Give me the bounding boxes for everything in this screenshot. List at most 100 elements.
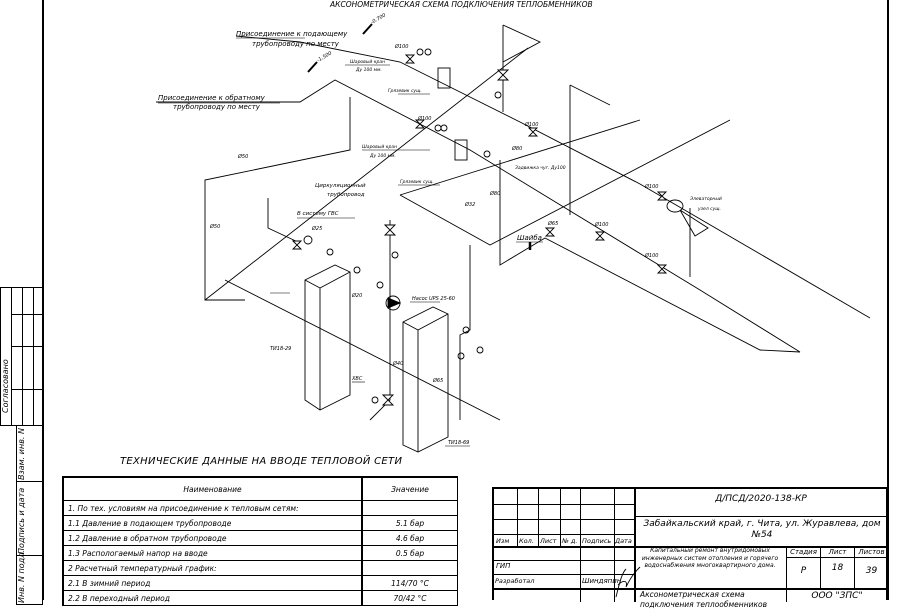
row-name: 2.2 В переходный период	[62, 590, 363, 606]
sheet-value: 18	[831, 563, 844, 573]
callout-elevator-2: узел сущ.	[697, 207, 721, 212]
table-row: 2 Расчетный температурный график:	[62, 560, 458, 576]
level-label-1: -0.700	[370, 12, 387, 25]
callout-washer: Шайба	[517, 234, 542, 242]
agreed-stamp: Согласовано	[0, 287, 43, 426]
callout-mud-trap-2: Грязевик сущ.	[400, 179, 434, 185]
pipe-label: Ø100	[644, 252, 658, 259]
pipe-diagonal-3	[399, 119, 731, 246]
pipe-branch	[499, 160, 801, 353]
elevator-icon	[666, 199, 684, 213]
callout-hx-1: ТИ18-29	[270, 346, 291, 352]
row-name: 1.1 Давление в подающем трубопроводе	[62, 515, 363, 531]
sheet-label: Лист	[828, 548, 847, 556]
table-row: 1. По тех. условиям на присоединение к т…	[62, 500, 458, 516]
pipe-circulation	[369, 220, 391, 421]
pipe-label: Ø40	[392, 360, 403, 367]
mud-trap-1-icon	[437, 67, 451, 89]
level-label-2: -1.500	[316, 50, 333, 63]
col-kol: Кол.	[519, 537, 534, 545]
pipe-diagonal-1	[204, 47, 529, 301]
pump-arrow-icon	[387, 297, 402, 309]
pipe-label: Ø100	[417, 115, 431, 122]
pipe-label: Ø50	[209, 223, 220, 230]
pipe-label: Ø50	[237, 153, 248, 160]
callout-elevator-1: Элеваторный	[689, 196, 722, 202]
heat-exchanger-2	[402, 306, 449, 453]
callout-leaders	[158, 37, 543, 447]
pipe-label: Ø100	[524, 121, 538, 128]
table-header-row: Наименование Значение	[62, 476, 458, 501]
tech-table-title: ТЕХНИЧЕСКИЕ ДАННЫЕ НА ВВОДЕ ТЕПЛОВОЙ СЕТ…	[120, 456, 403, 467]
pipe-label: Ø32	[464, 201, 475, 208]
col-date: Дата	[615, 537, 632, 545]
elevator-cone	[679, 209, 709, 237]
gauge-icons	[303, 48, 502, 404]
row-value	[361, 500, 458, 516]
callout-return-1: Присоединение к обратному	[158, 94, 266, 102]
row-name: 2 Расчетный температурный график:	[62, 560, 363, 576]
mud-trap-2-icon	[454, 139, 468, 161]
pipe-label: Ø65	[547, 220, 558, 227]
row-name: 2.1 В зимний период	[62, 575, 363, 591]
header-value: Значение	[361, 476, 458, 501]
col-signature: Подпись	[582, 537, 612, 545]
title-block: Изм Кол. Лист № д. Подпись Дата ГИП Разр…	[492, 487, 888, 609]
document-code: Д/ПСД/2020-138-КР	[715, 494, 807, 504]
pipe-dhw	[267, 198, 301, 244]
signature-date-box: Подпись и дата	[16, 481, 43, 556]
pipe-diagonal-4	[224, 279, 501, 421]
sheets-value: 39	[865, 566, 878, 576]
row-value	[361, 560, 458, 576]
drawing-title: АКСОНОМЕТРИЧЕСКАЯ СХЕМА ПОДКЛЮЧЕНИЯ ТЕПЛ…	[329, 0, 593, 9]
return-pipeline	[156, 79, 801, 353]
callout-cold-water: ХВС	[351, 376, 363, 382]
callout-dhw: В систему ГВС	[297, 211, 339, 217]
row-value: 114/70 °С	[361, 575, 458, 591]
level-mark-1	[362, 23, 373, 35]
callout-ball-valve-2b: Ду 100 мм.	[369, 153, 396, 159]
pipe-label: Ø80	[489, 190, 500, 197]
address: Забайкальский край, г. Чита, ул. Журавле…	[643, 519, 881, 540]
signature-date-label: Подпись и дата	[17, 487, 26, 554]
developer-signature	[615, 566, 641, 598]
inv-original-label: Инв. N подл.	[17, 550, 26, 603]
pipe-label: Ø80	[511, 145, 522, 152]
callout-supply-2: трубопроводу по месту	[252, 40, 340, 48]
inv-original-box: Инв. N подл.	[16, 550, 43, 605]
row-name: 1. По тех. условиям на присоединение к т…	[62, 500, 363, 516]
callout-ball-valve-1a: Шаровый кран	[350, 59, 385, 65]
axonometric-scheme: АКСОНОМЕТРИЧЕСКАЯ СХЕМА ПОДКЛЮЧЕНИЯ ТЕПЛ…	[156, 0, 871, 453]
developer-name: Шиндяпин	[582, 577, 622, 585]
row-name: 1.3 Распологаемый напор на вводе	[62, 545, 363, 561]
row-value: 0.5 бар	[361, 545, 458, 561]
callout-ball-valve-2a: Шаровый кран	[362, 144, 397, 150]
pipe-label: Ø100	[644, 183, 658, 190]
row-value: 4.6 бар	[361, 530, 458, 546]
pipe-label: Ø20	[351, 292, 362, 299]
callout-gate-valve: Задвижка чуг. Ду100	[515, 165, 566, 171]
pipe-label: Ø100	[594, 221, 608, 228]
tech-data-table: Наименование Значение 1. По тех. условия…	[62, 476, 458, 606]
pipe-label: Ø100	[394, 43, 408, 50]
callout-return-2: трубопроводу по месту	[173, 103, 261, 111]
company-name: ООО "ЗПС"	[811, 591, 863, 601]
callout-circulation-2: трубопровод	[327, 192, 365, 198]
pipe-diagonal-2	[399, 119, 641, 196]
callout-ball-valve-1b: Ду 100 мм.	[355, 67, 382, 73]
col-doc: № д.	[562, 537, 578, 545]
row-name: 1.2 Давление в обратном трубопроводе	[62, 530, 363, 546]
pipe-label: Ø65	[432, 377, 443, 384]
callout-circulation-1: Циркуляционный	[315, 183, 366, 189]
pipe-label: Ø25	[311, 225, 322, 232]
developed-label: Разработал	[495, 577, 535, 585]
row-value: 5.1 бар	[361, 515, 458, 531]
valve-icons	[291, 54, 668, 406]
pipe-labels: Ø100 Ø100 Ø100 Ø100 Ø100 Ø100 Ø80 Ø80 Ø6…	[209, 43, 658, 384]
row-value: 70/42 °С	[361, 590, 458, 606]
callout-hx-2: ТИ18-69	[448, 440, 469, 446]
